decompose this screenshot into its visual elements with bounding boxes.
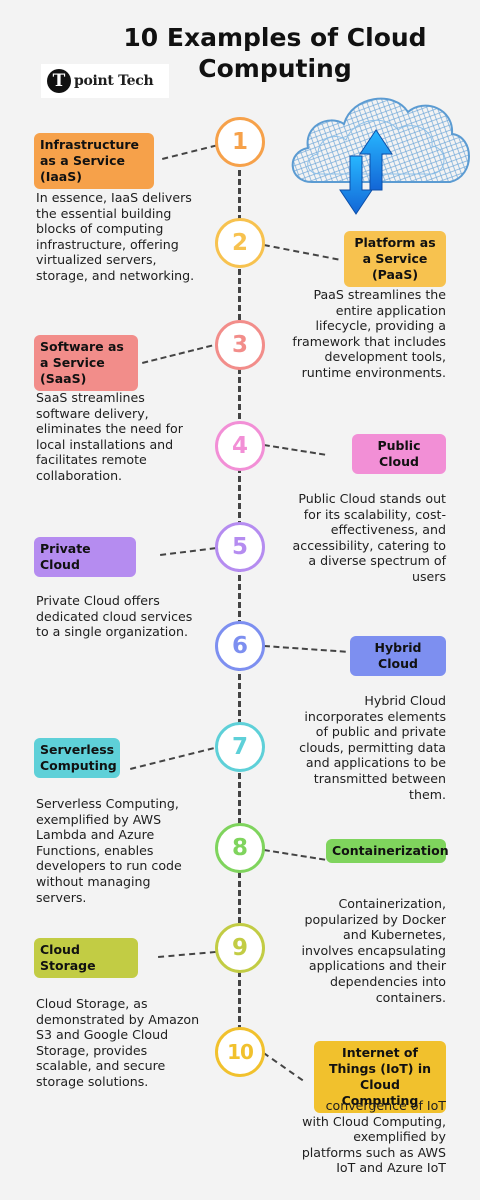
- connector-line: [263, 645, 346, 653]
- step-number-circle: 7: [215, 722, 265, 772]
- step-description: Cloud Storage, as demonstrated by Amazon…: [36, 996, 200, 1089]
- step-description: In essence, IaaS delivers the essential …: [36, 190, 195, 283]
- logo: T point Tech: [41, 64, 169, 98]
- step-description: Public Cloud stands out for its scalabil…: [292, 491, 446, 584]
- step-number-circle: 8: [215, 823, 265, 873]
- connector-line: [263, 444, 326, 456]
- connector-line: [263, 244, 339, 261]
- timeline-spine: [238, 170, 241, 1040]
- step-number-circle: 1: [215, 117, 265, 167]
- step-label: Public Cloud: [352, 434, 446, 474]
- step-number-circle: 3: [215, 320, 265, 370]
- logo-text: point Tech: [74, 73, 154, 89]
- connector-line: [130, 747, 214, 770]
- step-number-circle: 9: [215, 923, 265, 973]
- step-description: Private Cloud offers dedicated cloud ser…: [36, 593, 193, 640]
- cloud-icon: [291, 97, 470, 215]
- step-number-circle: 5: [215, 522, 265, 572]
- page-title: 10 Examples of Cloud Computing: [123, 23, 427, 83]
- connector-line: [263, 849, 326, 861]
- step-label: Containerization: [326, 839, 449, 863]
- connector-line: [162, 144, 217, 160]
- step-label: Serverless Computing: [34, 738, 120, 778]
- step-description: Hybrid Cloud incorporates elements of pu…: [299, 693, 446, 802]
- step-description: SaaS streamlines software delivery, elim…: [36, 390, 183, 483]
- step-description: convergence of IoT with Cloud Computing,…: [301, 1098, 446, 1176]
- connector-line: [142, 344, 213, 364]
- step-number-circle: 2: [215, 218, 265, 268]
- logo-initial: T: [47, 69, 71, 93]
- step-label: Hybrid Cloud: [350, 636, 446, 676]
- step-label: Software as a Service (SaaS): [34, 335, 138, 391]
- connector-line: [262, 1052, 304, 1082]
- step-number-circle: 10: [215, 1027, 265, 1077]
- step-description: Serverless Computing, exemplified by AWS…: [36, 796, 182, 905]
- step-number-circle: 4: [215, 421, 265, 471]
- connector-line: [158, 950, 216, 958]
- step-description: Containerization, popularized by Docker …: [301, 896, 446, 1005]
- step-label: Internet of Things (IoT) in Cloud Comput…: [314, 1041, 446, 1113]
- connector-line: [160, 547, 216, 556]
- step-label: Platform as a Service (PaaS): [344, 231, 446, 287]
- step-description: PaaS streamlines the entire application …: [292, 287, 446, 380]
- step-label: Private Cloud: [34, 537, 136, 577]
- step-label: Infrastructure as a Service (IaaS): [34, 133, 154, 189]
- step-number-circle: 6: [215, 621, 265, 671]
- step-label: Cloud Storage: [34, 938, 138, 978]
